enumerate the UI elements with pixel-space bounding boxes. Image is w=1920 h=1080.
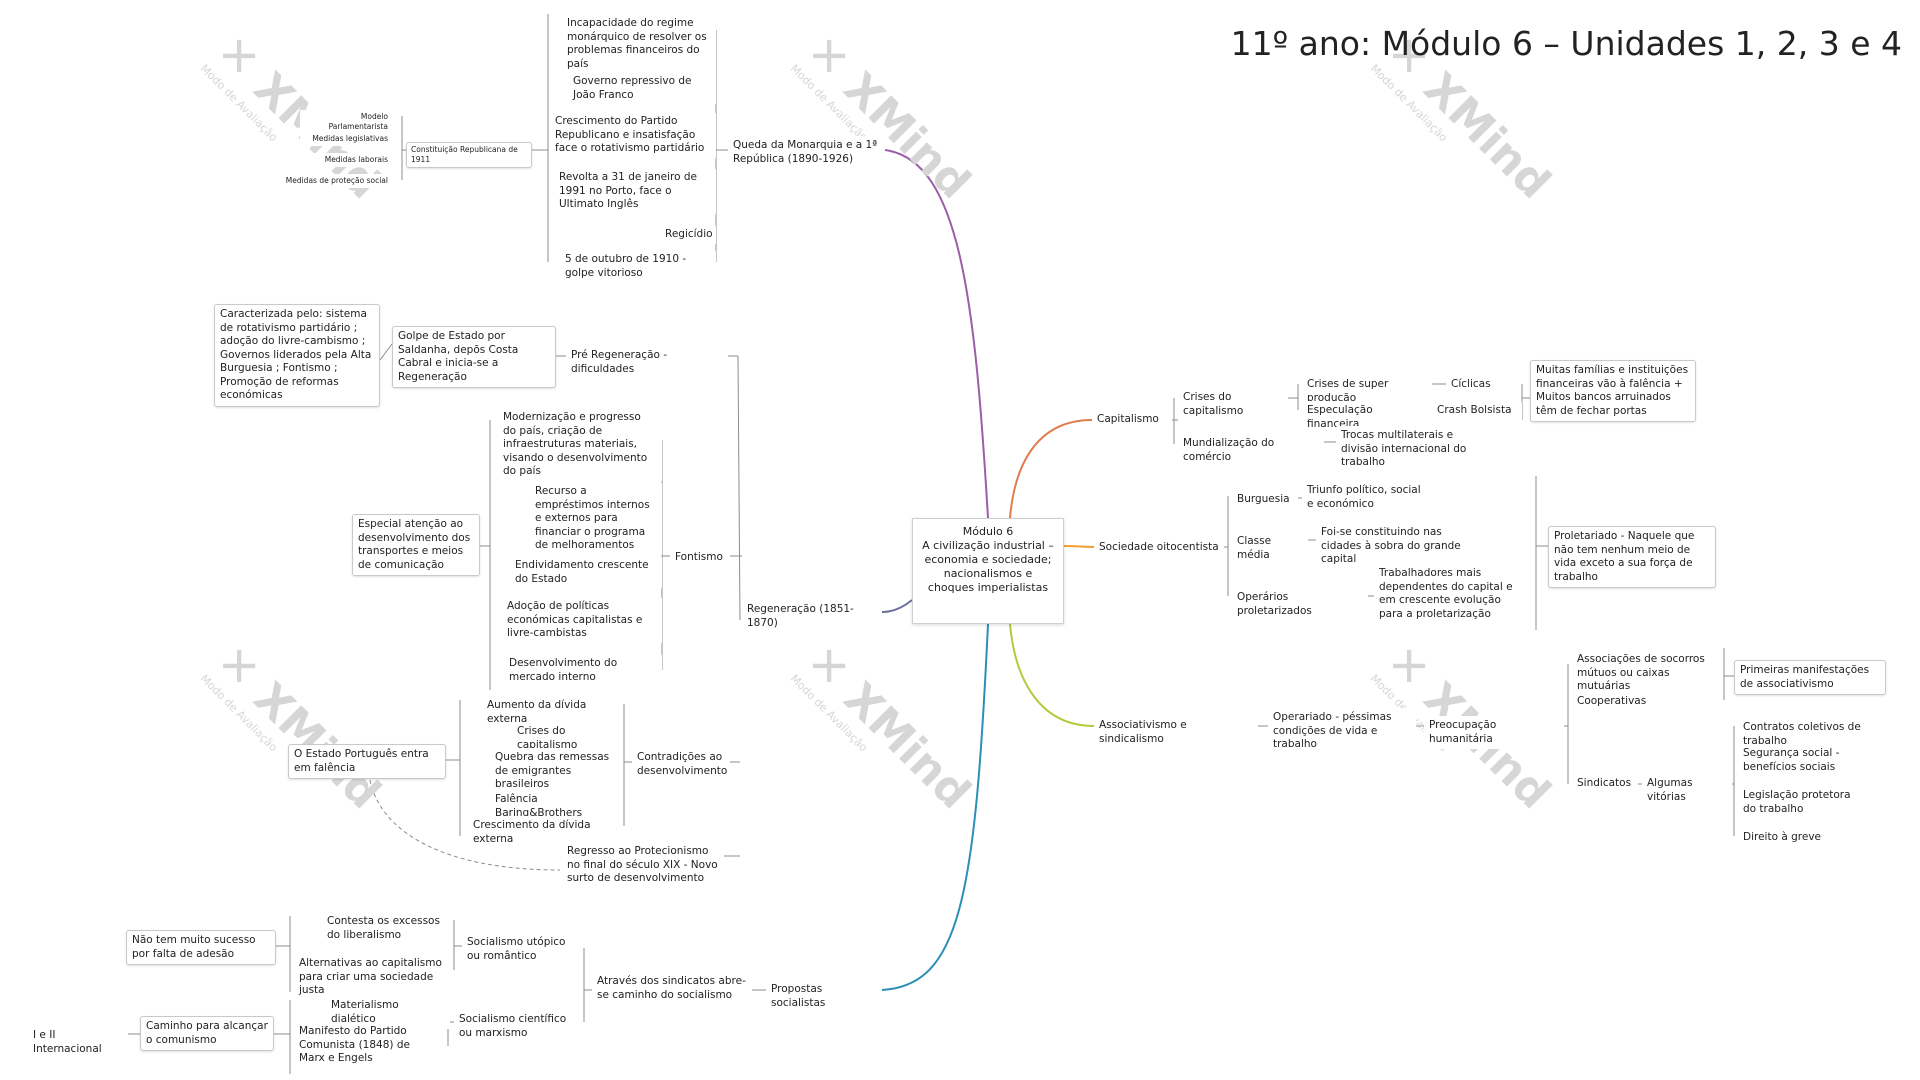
link-sociedade-items bbox=[1298, 497, 1374, 597]
central-topic[interactable]: Módulo 6 A civilização industrial – econ… bbox=[912, 518, 1064, 624]
topic-proletariado[interactable]: Proletariado - Naquele que não tem nenhu… bbox=[1548, 526, 1716, 588]
topic-alternativas[interactable]: Alternativas ao capitalismo para criar u… bbox=[294, 954, 450, 1001]
topic-queda-monarquia[interactable]: Queda da Monarquia e a 1ª República (189… bbox=[728, 136, 883, 169]
topic-contesta-excessos[interactable]: Contesta os excessos do liberalismo bbox=[322, 912, 450, 945]
link-falencia-bracket bbox=[446, 700, 461, 836]
topic-classe-media[interactable]: Classe média bbox=[1232, 532, 1308, 565]
topic-5-outubro[interactable]: 5 de outubro de 1910 - golpe vitorioso bbox=[560, 250, 716, 283]
topic-triunfo[interactable]: Triunfo político, social e económico bbox=[1302, 481, 1426, 514]
topic-cooperativas[interactable]: Cooperativas bbox=[1572, 692, 1652, 712]
topic-manifesto[interactable]: Manifesto do Partido Comunista (1848) de… bbox=[294, 1022, 444, 1069]
topic-socialismo-cientifico[interactable]: Socialismo científico ou marxismo bbox=[454, 1010, 580, 1043]
link-preocupacao-bracket bbox=[1564, 664, 1569, 784]
topic-joao-franco[interactable]: Governo repressivo de João Franco bbox=[568, 72, 716, 105]
link-constituicao-bracket bbox=[401, 116, 406, 180]
link-primeiras-bracket bbox=[1723, 648, 1734, 700]
link-utopico-bracket bbox=[453, 920, 462, 970]
link-center-sociedade bbox=[1063, 545, 1095, 548]
topic-legislacao-protetora[interactable]: Legislação protetora do trabalho bbox=[1738, 786, 1862, 819]
topic-direito-greve[interactable]: Direito à greve bbox=[1738, 828, 1828, 848]
topic-trabalhadores-dependentes[interactable]: Trabalhadores mais dependentes do capita… bbox=[1374, 564, 1526, 624]
topic-sindicatos[interactable]: Sindicatos bbox=[1572, 774, 1638, 794]
link-capitalismo-bracket bbox=[1172, 398, 1178, 444]
topic-socialismo-utopico[interactable]: Socialismo utópico ou romântico bbox=[462, 933, 580, 966]
central-topic-label: Módulo 6 A civilização industrial – econ… bbox=[922, 525, 1054, 594]
topic-socorros-mutuos[interactable]: Associações de socorros mútuos ou caixas… bbox=[1572, 650, 1720, 697]
topic-crises-do-capitalismo[interactable]: Crises do capitalismo bbox=[1178, 388, 1288, 421]
link-fontismo-bracket bbox=[661, 440, 742, 670]
link-regen-stem bbox=[728, 355, 741, 621]
topic-burguesia[interactable]: Burguesia bbox=[1232, 490, 1298, 510]
topic-caracterizada[interactable]: Caracterizada pelo: sistema de rotativis… bbox=[214, 304, 380, 407]
topic-endividamento[interactable]: Endividamento crescente do Estado bbox=[510, 556, 662, 589]
link-center-associativismo bbox=[1009, 623, 1095, 727]
link-center-queda bbox=[884, 149, 989, 519]
topic-trocas-multilaterais[interactable]: Trocas multilaterais e divisão internaci… bbox=[1336, 426, 1484, 473]
topic-emprestimos[interactable]: Recurso a empréstimos internos e externo… bbox=[530, 482, 662, 556]
topic-medidas-protecao[interactable]: Medidas de proteção social bbox=[280, 174, 392, 188]
link-falencia-regresso bbox=[369, 779, 561, 871]
topic-associativismo[interactable]: Associativismo e sindicalismo bbox=[1094, 716, 1258, 749]
topic-caminho-comunismo[interactable]: Caminho para alcançar o comunismo bbox=[140, 1016, 274, 1051]
topic-propostas-socialistas[interactable]: Propostas socialistas bbox=[766, 980, 882, 1013]
topic-muitas-familias[interactable]: Muitas famílias e instituições financeir… bbox=[1530, 360, 1696, 422]
topic-contradicoes[interactable]: Contradições ao desenvolvimento bbox=[632, 748, 730, 781]
topic-regeneracao[interactable]: Regeneração (1851-1870) bbox=[742, 600, 882, 633]
topic-falencia-estado[interactable]: O Estado Português entra em falência bbox=[288, 744, 446, 779]
topic-sociedade-oitocentista[interactable]: Sociedade oitocentista bbox=[1094, 538, 1224, 558]
link-center-capitalismo bbox=[1009, 419, 1093, 519]
topic-golpe-saldanha[interactable]: Golpe de Estado por Saldanha, depõs Cost… bbox=[392, 326, 556, 388]
link-center-regeneracao bbox=[881, 599, 913, 613]
topic-ciclicas[interactable]: Cíclicas bbox=[1446, 375, 1496, 395]
link-caracterizada bbox=[379, 343, 393, 361]
link-contradicoes-bracket bbox=[623, 704, 740, 826]
link-familias-bracket bbox=[1521, 384, 1530, 420]
topic-sombra-grande-capital[interactable]: Foi-se constituindo nas cidades à sobra … bbox=[1316, 523, 1480, 570]
topic-medidas-legislativas[interactable]: Medidas legislativas bbox=[300, 132, 392, 146]
topic-crash-bolsista[interactable]: Crash Bolsista bbox=[1432, 401, 1522, 421]
topic-crescimento-divida[interactable]: Crescimento da dívida externa bbox=[468, 816, 622, 849]
topic-modelo-parlamentarista[interactable]: Modelo Parlamentarista bbox=[300, 110, 392, 134]
topic-internacional[interactable]: I e II Internacional bbox=[28, 1026, 128, 1059]
topic-preocupacao-humanitaria[interactable]: Preocupação humanitária bbox=[1424, 716, 1564, 749]
topic-revolta-porto[interactable]: Revolta a 31 de janeiro de 1991 no Porto… bbox=[554, 168, 716, 215]
topic-politicas-capitalistas[interactable]: Adoção de políticas económicas capitalis… bbox=[502, 597, 662, 644]
topic-mercado-interno[interactable]: Desenvolvimento do mercado interno bbox=[504, 654, 662, 687]
link-crises-bracket bbox=[1288, 384, 1299, 410]
page-title: 11º ano: Módulo 6 – Unidades 1, 2, 3 e 4 bbox=[1230, 24, 1902, 63]
topic-quebra-remessas[interactable]: Quebra das remessas de emigrantes brasil… bbox=[490, 748, 622, 795]
topic-regicidio[interactable]: Regicídio bbox=[660, 225, 716, 245]
topic-constituicao[interactable]: Constituição Republicana de 1911 bbox=[406, 142, 532, 168]
topic-operariado[interactable]: Operariado - péssimas condições de vida … bbox=[1268, 708, 1416, 755]
topic-mundializacao[interactable]: Mundialização do comércio bbox=[1178, 434, 1324, 467]
topic-fontismo[interactable]: Fontismo bbox=[670, 548, 730, 568]
link-proletariado-bracket bbox=[1535, 476, 1548, 630]
topic-algumas-vitorias[interactable]: Algumas vitórias bbox=[1642, 774, 1732, 807]
topic-medidas-laborais[interactable]: Medidas laborais bbox=[300, 153, 392, 167]
link-socialismo-bracket bbox=[583, 948, 592, 1022]
link-sociedade-bracket bbox=[1224, 496, 1229, 596]
topic-pre-regeneracao[interactable]: Pré Regeneração - dificuldades bbox=[566, 346, 728, 379]
link-nao-tem-bracket bbox=[276, 916, 291, 992]
topic-partido-republicano[interactable]: Crescimento do Partido Republicano e ins… bbox=[550, 112, 716, 159]
topic-incapacidade[interactable]: Incapacidade do regime monárquico de res… bbox=[562, 14, 716, 74]
topic-nao-tem-sucesso[interactable]: Não tem muito sucesso por falta de adesã… bbox=[126, 930, 276, 965]
topic-primeiras-manifestacoes[interactable]: Primeiras manifestações de associativism… bbox=[1734, 660, 1886, 695]
link-especial-bracket bbox=[480, 420, 491, 690]
topic-seguranca-social[interactable]: Segurança social - benefícios sociais bbox=[1738, 744, 1886, 777]
topic-sindicatos-caminho[interactable]: Através dos sindicatos abre-se caminho d… bbox=[592, 972, 752, 1005]
topic-operarios-proletarizados[interactable]: Operários proletarizados bbox=[1232, 588, 1368, 621]
link-caminho-bracket bbox=[274, 1000, 291, 1074]
link-vitorias-bracket bbox=[1638, 726, 1735, 836]
topic-modernizacao[interactable]: Modernização e progresso do país, criaçã… bbox=[498, 408, 662, 482]
topic-especial-atencao[interactable]: Especial atenção ao desenvolvimento dos … bbox=[352, 514, 480, 576]
link-center-propostas bbox=[881, 623, 989, 991]
topic-capitalismo[interactable]: Capitalismo bbox=[1092, 410, 1172, 430]
topic-regresso-protecionismo[interactable]: Regresso ao Protecionismo no final do sé… bbox=[562, 842, 724, 889]
